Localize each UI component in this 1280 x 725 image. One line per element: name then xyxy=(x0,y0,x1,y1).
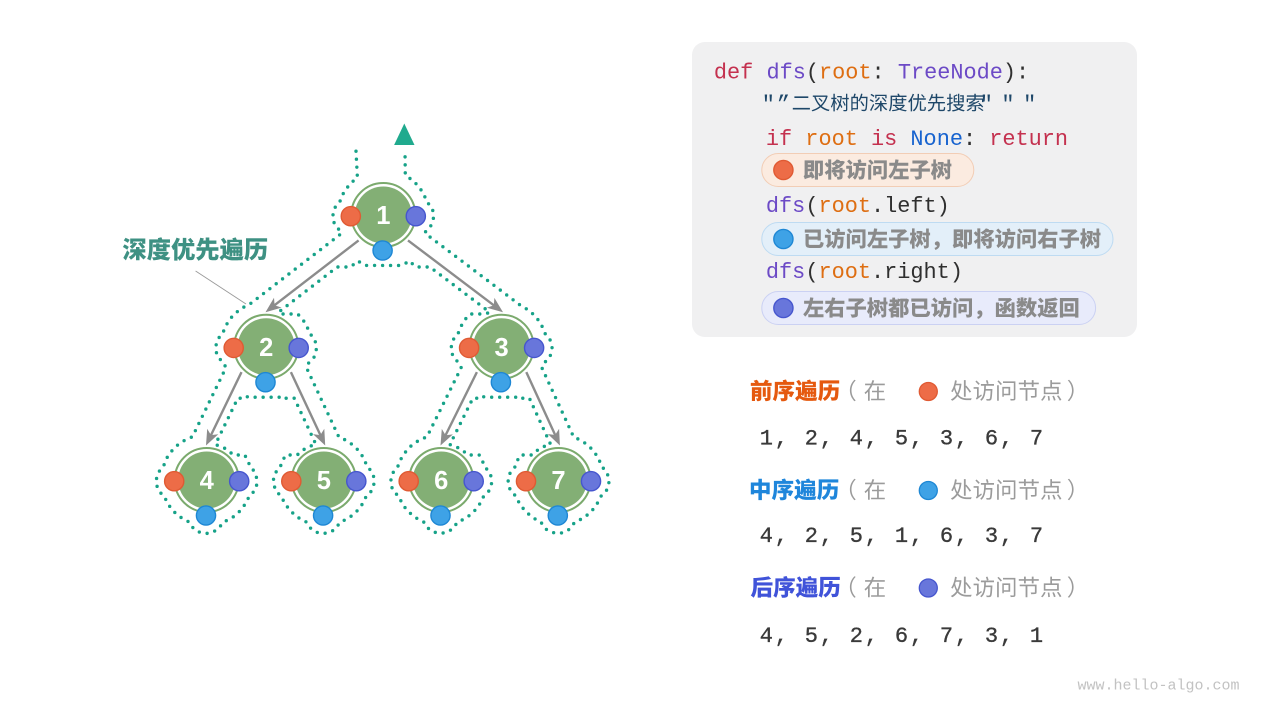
svg-text:5: 5 xyxy=(317,467,331,495)
svg-text:2: 2 xyxy=(259,334,273,362)
svg-text:if root is None: return: if root is None: return xyxy=(766,127,1068,152)
svg-text:4, 2, 5, 1, 6, 3, 7: 4, 2, 5, 1, 6, 3, 7 xyxy=(760,524,1045,549)
svg-text:""": """ xyxy=(980,92,1037,117)
svg-text:6: 6 xyxy=(434,467,448,495)
svg-text:”: ” xyxy=(777,92,790,117)
svg-text:1: 1 xyxy=(376,202,390,230)
svg-text:3: 3 xyxy=(495,334,509,362)
svg-text:dfs(root.right): dfs(root.right) xyxy=(766,260,963,285)
svg-text:www.hello-algo.com: www.hello-algo.com xyxy=(1078,678,1240,695)
svg-text:def dfs(root: TreeNode):: def dfs(root: TreeNode): xyxy=(714,60,1029,85)
svg-text:1, 2, 4, 5, 3, 6, 7: 1, 2, 4, 5, 3, 6, 7 xyxy=(760,427,1045,452)
svg-text:4: 4 xyxy=(200,467,215,495)
svg-text:": " xyxy=(762,92,775,117)
svg-text:7: 7 xyxy=(551,467,565,495)
svg-text:dfs(root.left): dfs(root.left) xyxy=(766,194,950,219)
svg-text:4, 5, 2, 6, 7, 3, 1: 4, 5, 2, 6, 7, 3, 1 xyxy=(760,624,1045,649)
